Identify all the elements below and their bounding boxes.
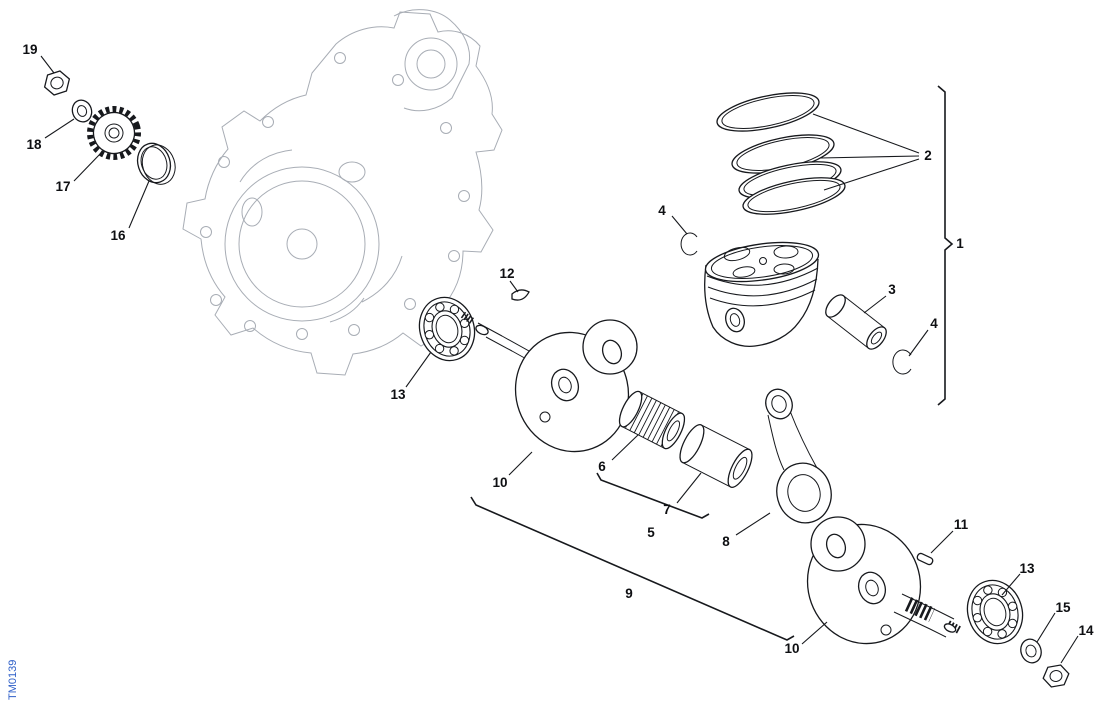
callout-13-right: 13: [1019, 561, 1035, 576]
key-11: [916, 552, 934, 566]
callout-8: 8: [722, 534, 730, 549]
shim-16: [136, 142, 176, 185]
washer-15: [1020, 638, 1042, 664]
callout-4-top: 4: [658, 203, 666, 218]
callout-15: 15: [1055, 600, 1071, 615]
callout-6: 6: [598, 459, 606, 474]
callout-9: 9: [625, 586, 633, 601]
callout-3: 3: [888, 282, 896, 297]
callout-12: 12: [499, 266, 514, 281]
callout-2: 2: [924, 148, 932, 163]
main-bearing-left-13: [410, 289, 484, 369]
callout-4-side: 4: [930, 316, 938, 331]
connecting-rod-8: [765, 388, 832, 524]
callout-10-right: 10: [784, 641, 799, 656]
crank-web-left-10: [459, 311, 638, 453]
callout-16: 16: [110, 228, 126, 243]
callout-1: 1: [956, 236, 964, 251]
callout-17: 17: [55, 179, 70, 194]
piston-rings-2: [716, 92, 846, 215]
piston-pin-3: [825, 294, 887, 350]
woodruff-key-12: [511, 289, 530, 301]
bracket-group-1: [937, 85, 954, 406]
circlip-4-side: [892, 349, 912, 375]
nut-14: [1042, 664, 1070, 688]
bracket-group-9: [470, 496, 795, 641]
crank-pin-7: [679, 424, 753, 488]
needle-bearing-6: [618, 390, 686, 450]
callout-7: 7: [663, 502, 671, 517]
washer-18: [71, 99, 93, 123]
primary-gear-17: [87, 106, 141, 160]
callout-5: 5: [647, 525, 655, 540]
crankcase-drawing: [182, 9, 503, 376]
bracket-group-5: [596, 472, 710, 519]
circlip-4-top: [680, 232, 698, 256]
callout-14: 14: [1078, 623, 1094, 638]
callout-19: 19: [22, 42, 37, 57]
crank-web-right-10: [806, 516, 961, 645]
main-bearing-right-13: [958, 572, 1032, 652]
leader-lines: [40, 55, 1079, 664]
watermark-code: TM0139: [7, 660, 19, 700]
callout-10-left: 10: [492, 475, 507, 490]
callout-18: 18: [26, 137, 42, 152]
callout-11: 11: [954, 517, 969, 532]
callout-13-left: 13: [390, 387, 406, 402]
nut-19: [43, 70, 71, 96]
piston: [704, 241, 820, 347]
